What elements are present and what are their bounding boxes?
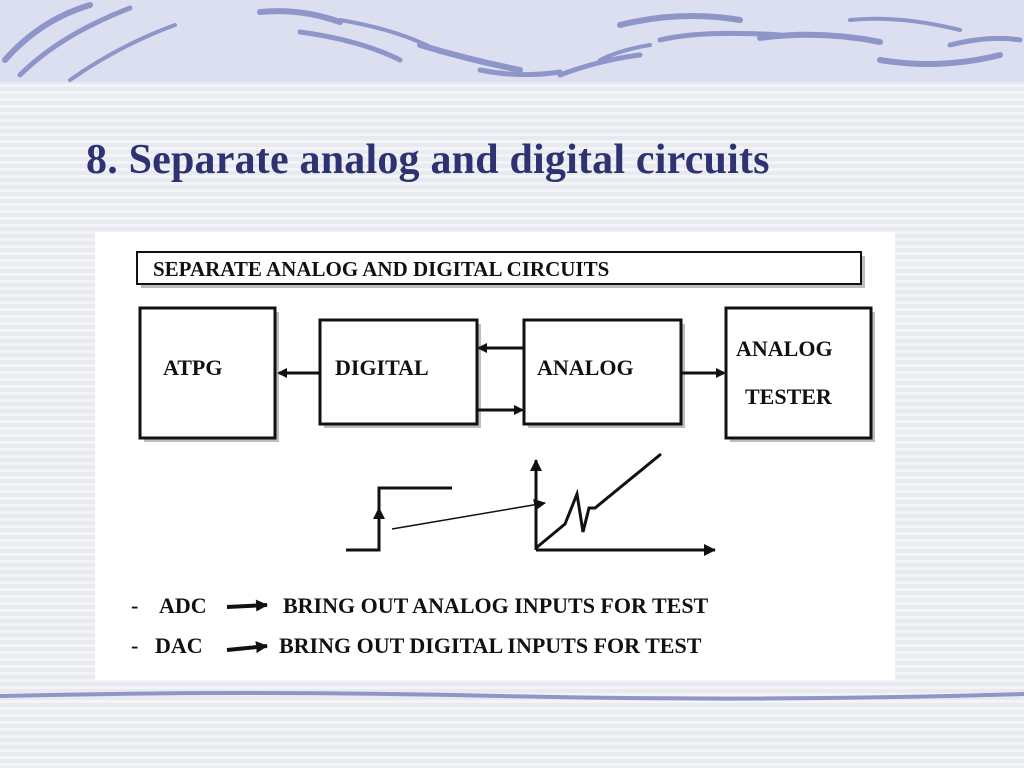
dac-note-text: BRING OUT DIGITAL INPUTS FOR TEST — [279, 633, 702, 658]
analog-label: ANALOG — [537, 355, 634, 380]
atpg-label: ATPG — [163, 355, 222, 380]
dac-note-dash: - — [131, 633, 138, 658]
decorative-swash-pattern — [2, 2, 1023, 82]
dac-note-term: DAC — [155, 633, 203, 658]
atpg-block — [138, 306, 279, 442]
adc-note-text: BRING OUT ANALOG INPUTS FOR TEST — [283, 593, 709, 618]
slide-title: 8. Separate analog and digital circuits — [86, 137, 770, 183]
step-waveform — [346, 486, 452, 552]
analog-tester-block — [724, 306, 875, 442]
adc-note-term: ADC — [159, 593, 207, 618]
analog-tester-label-line2: TESTER — [745, 384, 833, 409]
digital-block — [318, 318, 481, 428]
top-banner — [0, 0, 1024, 82]
diagram-header-box — [136, 251, 865, 288]
dac-note-arrow — [226, 641, 268, 654]
conversion-arrow — [391, 498, 546, 530]
analog-tester-label-line1: ANALOG — [736, 336, 833, 361]
diagram-header-text: SEPARATE ANALOG AND DIGITAL CIRCUITS — [153, 257, 609, 281]
analog-block — [522, 318, 685, 428]
analog-response-graph — [530, 452, 716, 556]
bottom-decorative-line — [0, 684, 1024, 708]
block-diagram: SEPARATE ANALOG AND DIGITAL CIRCUITS ATP… — [95, 232, 895, 680]
digital-label: DIGITAL — [335, 355, 429, 380]
adc-note-arrow — [226, 599, 268, 612]
adc-note-dash: - — [131, 593, 138, 618]
